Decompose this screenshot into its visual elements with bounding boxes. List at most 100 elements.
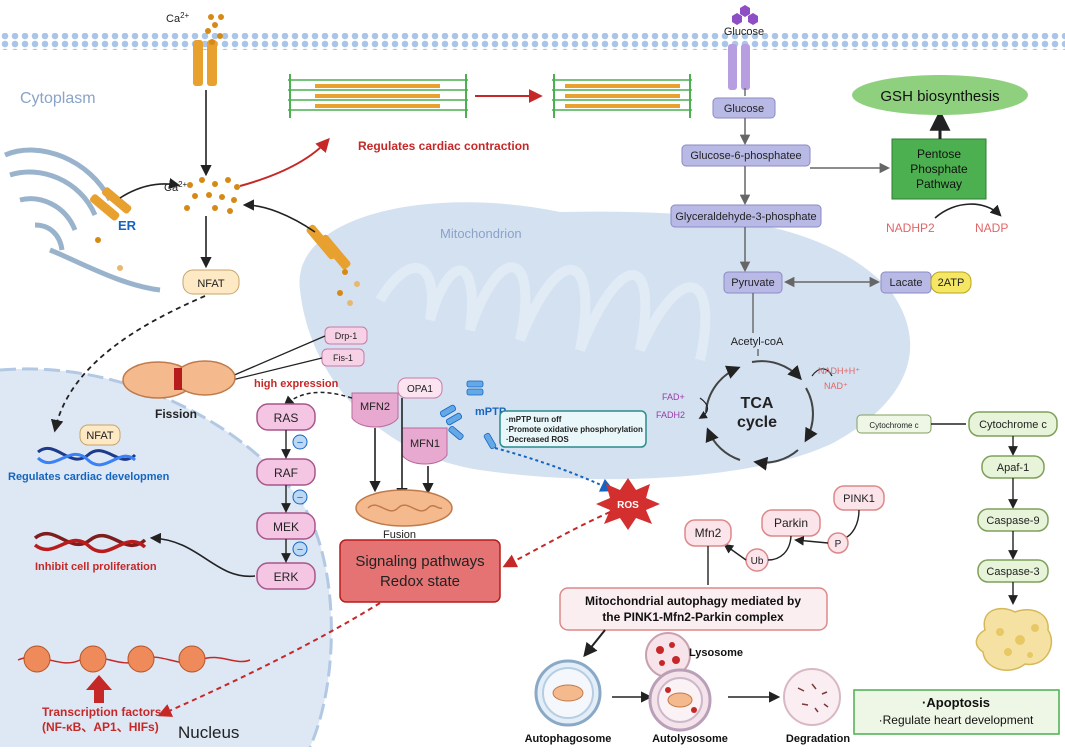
er-label: ER (118, 218, 137, 233)
line-fis1 (231, 357, 323, 381)
casp9-label: Caspase-9 (986, 515, 1039, 527)
mitochondrion-label: Mitochondrion (440, 226, 522, 241)
nad-label: NAD⁺ (824, 381, 848, 391)
g3p-label: Glyceraldehyde-3-phosphate (675, 211, 816, 223)
svg-text:RAS: RAS (274, 411, 299, 425)
g3p-box (670, 204, 822, 228)
inhibit-badge-2: − (292, 489, 308, 505)
arrow-nfat-to-nucleus (50, 295, 206, 433)
signaling-box (339, 539, 501, 603)
acetyl-label: Acetyl-coA (731, 336, 784, 348)
mptp-label: mPTP (475, 406, 506, 418)
arrow-nadhp-nadp (934, 203, 1002, 219)
cytc-inner-label: Cytochrome c (869, 421, 918, 430)
proliferation-label: Inhibit cell proliferation (35, 561, 157, 573)
line-drp1 (231, 335, 326, 377)
apoptotic-cell (975, 607, 1053, 671)
sarcomere-contracted (552, 74, 692, 118)
apoptosis-box (853, 689, 1060, 735)
arrow-erk-proliferation (149, 532, 256, 577)
drp1-box (324, 326, 368, 345)
mfn2-shape (351, 392, 399, 428)
glucose-box (712, 97, 776, 119)
cytc-label: Cytochrome c (979, 419, 1047, 431)
autolysosome-label: Autolysosome (652, 733, 728, 745)
degradation-label: Degradation (786, 733, 850, 745)
mptp-note-2: ·Promote oxidative phosphorylation (506, 425, 643, 434)
svg-text:−: − (297, 544, 303, 556)
development-label: Regulates cardiac developmen (8, 471, 170, 483)
glucose-label: Glucose (724, 103, 764, 115)
arrow-er-to-ca (119, 178, 181, 199)
line-parkin-ub (767, 535, 792, 561)
mitophagy-line1: Mitochondrial autophagy mediated by (585, 594, 801, 608)
tca-line2: cycle (737, 414, 777, 431)
ppp-box (891, 138, 987, 200)
svg-text:MEK: MEK (273, 520, 299, 534)
mptp-note-3: ·Decreased ROS (506, 435, 569, 444)
arrow-to-autophagosome (583, 629, 606, 658)
parkin-label: Parkin (774, 516, 808, 530)
transcription-list: (NF-κB、AP1、HIFs) (42, 720, 159, 734)
lactate-label: Lacate (889, 277, 922, 289)
nfat-cytoplasm-box (182, 269, 240, 295)
fission-label: Fission (155, 407, 197, 421)
transcription-title: Transcription factors (42, 705, 162, 719)
fusion-label: Fusion (383, 529, 416, 541)
mptp-channels (439, 380, 497, 450)
high-expression-label: high expression (254, 378, 339, 390)
fadh2-label: FADH2 (656, 410, 685, 420)
ros-burst (596, 478, 660, 530)
cascade-mek: MEK (256, 512, 316, 540)
drp1-label: Drp-1 (335, 331, 358, 341)
inhibit-badge-1: − (292, 434, 308, 450)
line-pink1-p (844, 509, 860, 539)
g6p-label: Glucose-6-phosphatee (690, 150, 801, 162)
arrow-ros-signaling (502, 511, 611, 568)
lysosome (645, 632, 691, 678)
tca-cycle-arrows (705, 360, 818, 471)
fusion-mitochondrion (355, 489, 453, 527)
dna-helix-development (36, 446, 137, 467)
mptp-note-1: ·mPTP turn off (506, 415, 562, 424)
nucleus-label: Nucleus (178, 723, 239, 742)
sarcomere-relaxed (288, 74, 468, 118)
mfn2-label: MFN2 (360, 401, 390, 413)
er-calcium-channel (89, 187, 132, 271)
cascade-raf: RAF (256, 458, 316, 486)
svg-text:ERK: ERK (274, 570, 299, 584)
mitochondrion-cristae (375, 262, 711, 362)
casp3-label: Caspase-3 (986, 566, 1039, 578)
apoptosis-subtitle: ·Regulate heart development (879, 713, 1034, 727)
mitophagy-box (559, 587, 828, 631)
g6p-box (681, 144, 811, 167)
autolysosome (648, 668, 712, 732)
arrow-mfn2-ras (283, 391, 353, 407)
cascade-erk: ERK (256, 562, 316, 590)
mptp-note-box (499, 410, 647, 448)
endoplasmic-reticulum (4, 147, 161, 293)
glucose-transporter (728, 5, 758, 90)
arrow-to-contraction (239, 137, 330, 187)
arrow-up-transcription (86, 675, 112, 703)
calcium-ions-cytoplasm (184, 177, 240, 214)
nadp-label: NADP (975, 221, 1008, 235)
opa1-label: OPA1 (407, 384, 433, 395)
lysosome-label: Lysosome (689, 647, 743, 659)
fad-label: FAD+ (662, 392, 685, 402)
arrow-p-parkin (794, 535, 829, 546)
degradation-vesicle (783, 668, 841, 726)
autophagosome (534, 659, 602, 727)
ppp-line3: Pathway (916, 177, 962, 191)
svg-text:−: − (297, 492, 303, 504)
atp-badge (930, 271, 972, 294)
arrow-mptp-ros (494, 447, 615, 492)
pink1-label: PINK1 (843, 493, 875, 505)
arrow-signaling-transcription (157, 602, 381, 717)
calcium-channel-top (193, 14, 224, 86)
dna-helix-proliferation (33, 531, 147, 554)
ub-label: Ub (751, 556, 764, 567)
apaf-label: Apaf-1 (997, 462, 1029, 474)
ros-label: ROS (617, 500, 639, 511)
